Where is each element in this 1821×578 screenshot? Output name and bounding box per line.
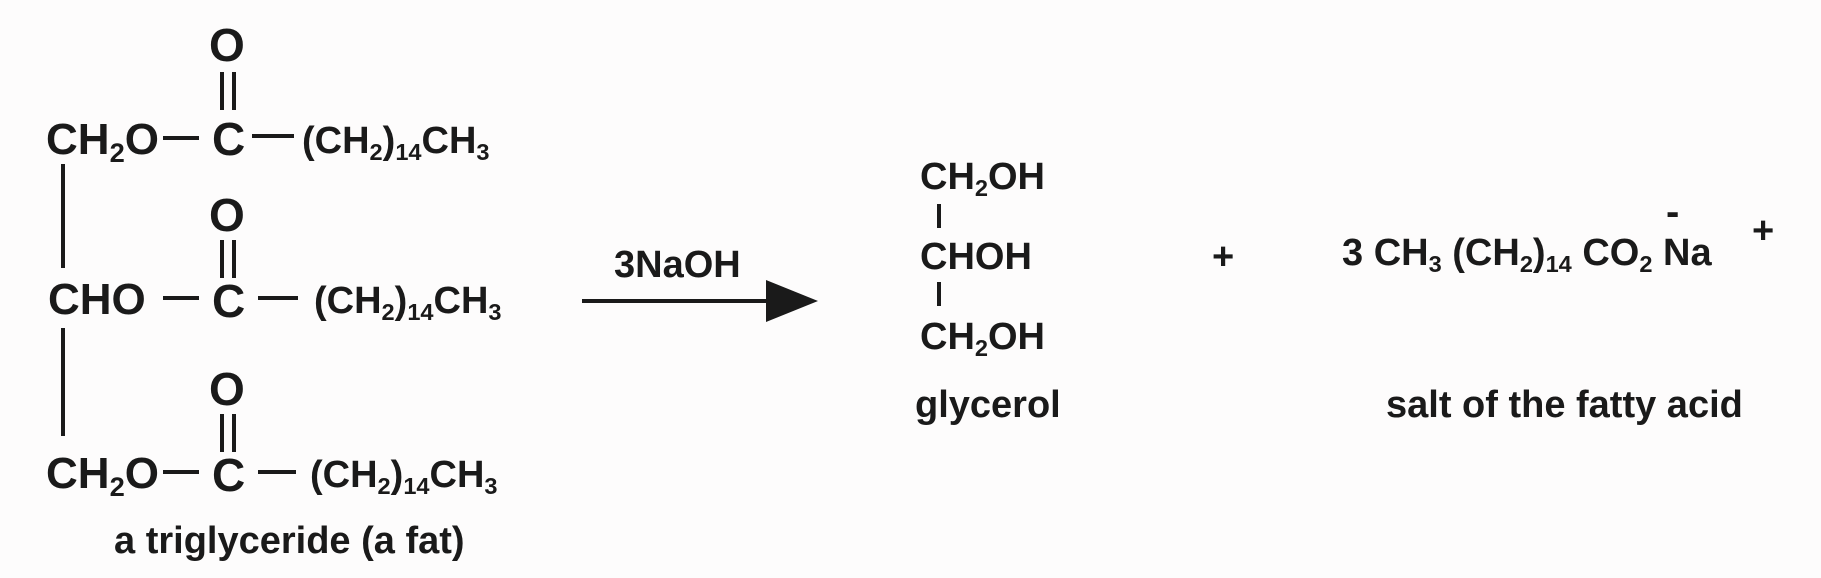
chain1-sub2: 14 (395, 138, 422, 165)
ester1-carbonyl-carbon: C (212, 113, 246, 165)
salt-chain-close: ) (1532, 232, 1546, 274)
chain3-sub3: 3 (484, 472, 498, 499)
ester2-chain: (CH2)14CH3 (314, 280, 502, 323)
sodium-positive-charge: + (1752, 210, 1775, 252)
ester3-bond-c-chain (258, 470, 296, 474)
ester2-carbonyl-oxygen: O (209, 189, 245, 241)
salt-carboxylate: CO2 (1582, 232, 1653, 277)
chain1-open: (CH (302, 120, 370, 162)
ester3-chain: (CH2)14CH3 (310, 454, 498, 497)
salt-methyl-sub: 3 (1428, 250, 1442, 277)
salt-chain-sub2: 14 (1545, 250, 1572, 277)
backbone-bottom-sub: 2 (109, 470, 125, 502)
glycerol-top-sub: 2 (974, 174, 988, 201)
salt-carboxylate-sub: 2 (1639, 250, 1653, 277)
salt-coefficient: 3 (1342, 232, 1364, 274)
backbone-bottom-ch: CH (46, 449, 110, 498)
chain3-open: (CH (310, 454, 378, 496)
ester1-bond-o-c (163, 136, 199, 140)
chain1-close: ) (382, 120, 396, 162)
glycerol-bottom-sub: 2 (974, 334, 988, 361)
chain1-sub3: 3 (476, 138, 490, 165)
salt-label: salt of the fatty acid (1386, 384, 1743, 426)
salt-chain-sub1: 2 (1519, 250, 1533, 277)
chain3-sub1: 2 (377, 472, 391, 499)
chain3-end: CH (429, 454, 485, 496)
ester1-carbonyl-oxygen: O (209, 19, 245, 71)
chain2-close: ) (394, 280, 408, 322)
ester1-bond-c-chain (252, 134, 294, 138)
backbone-bond-upper (61, 164, 65, 268)
plus-sign: + (1212, 236, 1235, 278)
triglyceride-label: a triglyceride (a fat) (114, 520, 465, 562)
chain1-end: CH (421, 120, 477, 162)
ester3-carbonyl-carbon: C (212, 449, 246, 501)
arrow-head (766, 280, 818, 322)
glycerol-middle-group: CHOH (920, 236, 1032, 278)
ester2-double-bond (220, 240, 236, 278)
backbone-top-ch: CH (46, 115, 110, 164)
backbone-bond-lower (61, 328, 65, 436)
salt-chain-open: (CH (1452, 232, 1520, 274)
chain2-sub1: 2 (381, 298, 395, 325)
ester3-carbonyl-oxygen: O (209, 363, 245, 415)
chain3-close: ) (390, 454, 404, 496)
salt-cation: Na (1663, 232, 1712, 274)
backbone-bottom-o: O (124, 449, 159, 498)
glycerol-top-ch: CH (920, 156, 975, 198)
chain1-sub1: 2 (369, 138, 383, 165)
chain2-open: (CH (314, 280, 382, 322)
glycerol-bond-upper (937, 204, 941, 228)
ester2-bond-c-chain (258, 296, 298, 300)
chain2-sub3: 3 (488, 298, 502, 325)
reaction-arrow (582, 280, 818, 322)
ester3-double-bond (220, 414, 236, 452)
ester2-bond-o-c (163, 296, 199, 300)
chain3-sub2: 14 (403, 472, 430, 499)
glycerol-top-group: CH2OH (920, 156, 1045, 199)
glycerol-label: glycerol (915, 384, 1061, 426)
carboxylate-negative-charge: - (1666, 190, 1680, 234)
salt-formula: 3 CH3 (CH2)14 CO2 Na (1342, 232, 1712, 277)
ester1-double-bond (220, 72, 236, 110)
glycerol-top-oh: OH (988, 156, 1045, 198)
salt-methyl: CH3 (1373, 232, 1442, 277)
glycerol-bond-lower (937, 282, 941, 306)
backbone-top-o: O (124, 115, 159, 164)
salt-methyl-ch: CH (1373, 232, 1429, 274)
salt-carboxylate-co: CO (1582, 232, 1640, 274)
ester3-bond-o-c (163, 470, 199, 474)
salt-chain: (CH2)14 (1452, 232, 1572, 277)
backbone-bottom-group: CH2O (46, 449, 159, 500)
ester2-carbonyl-carbon: C (212, 275, 246, 327)
glycerol-bottom-group: CH2OH (920, 316, 1045, 359)
ester1-chain: (CH2)14CH3 (302, 120, 490, 163)
chain2-end: CH (433, 280, 489, 322)
backbone-top-group: CH2O (46, 115, 159, 166)
glycerol-bottom-ch: CH (920, 316, 975, 358)
backbone-top-sub: 2 (109, 136, 125, 168)
backbone-middle-group: CHO (48, 275, 146, 324)
reagent-label: 3NaOH (614, 244, 741, 286)
glycerol-bottom-oh: OH (988, 316, 1045, 358)
chain2-sub2: 14 (407, 298, 434, 325)
